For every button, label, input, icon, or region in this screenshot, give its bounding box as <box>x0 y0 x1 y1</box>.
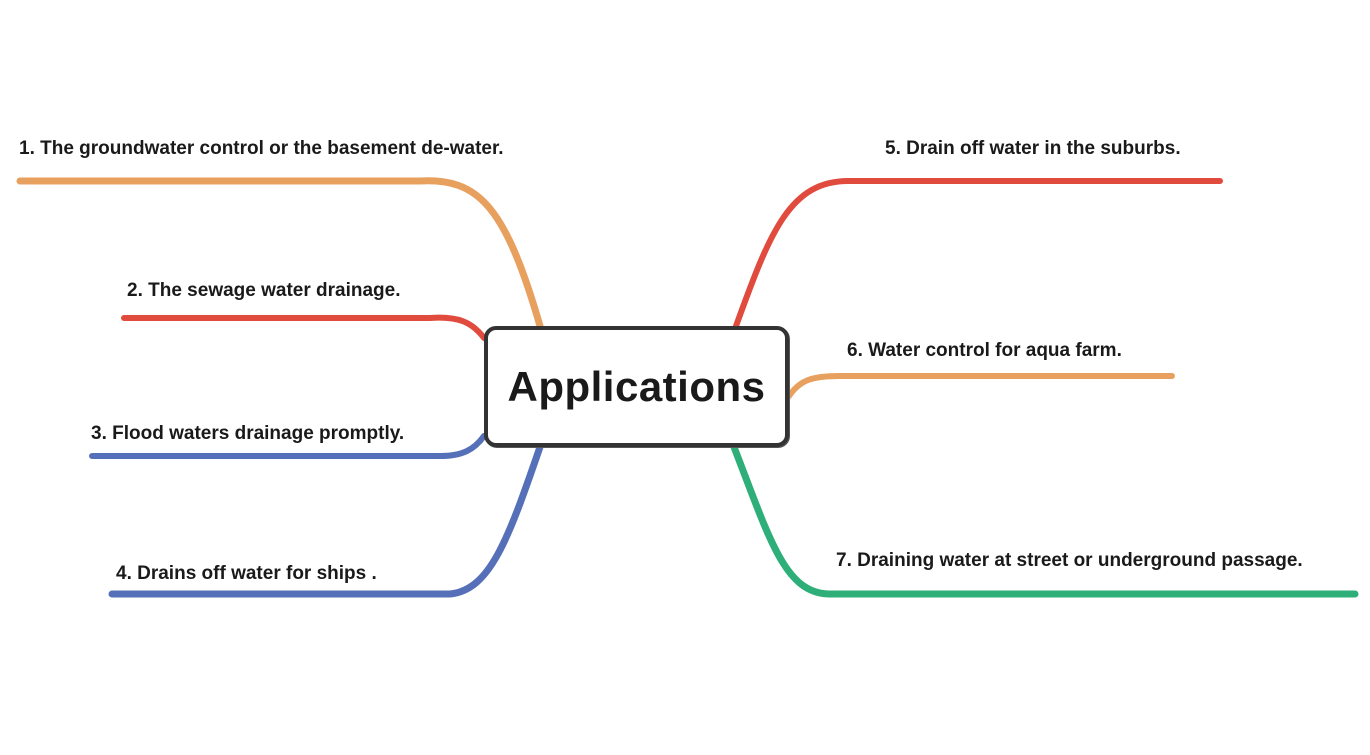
branch-line-7 <box>730 443 1359 598</box>
branch-label-7: 7. Draining water at street or undergrou… <box>836 550 1303 571</box>
branch-label-4: 4. Drains off water for ships . <box>116 563 377 584</box>
branch-line-3 <box>89 433 487 459</box>
central-topic-node[interactable]: Applications <box>484 326 789 447</box>
branch-line-4 <box>108 443 544 598</box>
central-topic-title: Applications <box>507 362 766 410</box>
branch-label-2: 2. The sewage water drainage. <box>127 280 401 301</box>
branch-line-5 <box>733 177 1223 329</box>
branch-label-6: 6. Water control for aqua farm. <box>847 340 1122 361</box>
branch-line-1 <box>16 177 544 330</box>
branch-label-3: 3. Flood waters drainage promptly. <box>91 423 405 444</box>
branch-label-5: 5. Drain off water in the suburbs. <box>885 138 1181 159</box>
branch-label-1: 1. The groundwater control or the baseme… <box>19 138 504 159</box>
branch-line-2 <box>121 314 487 341</box>
branch-line-6 <box>786 373 1175 399</box>
